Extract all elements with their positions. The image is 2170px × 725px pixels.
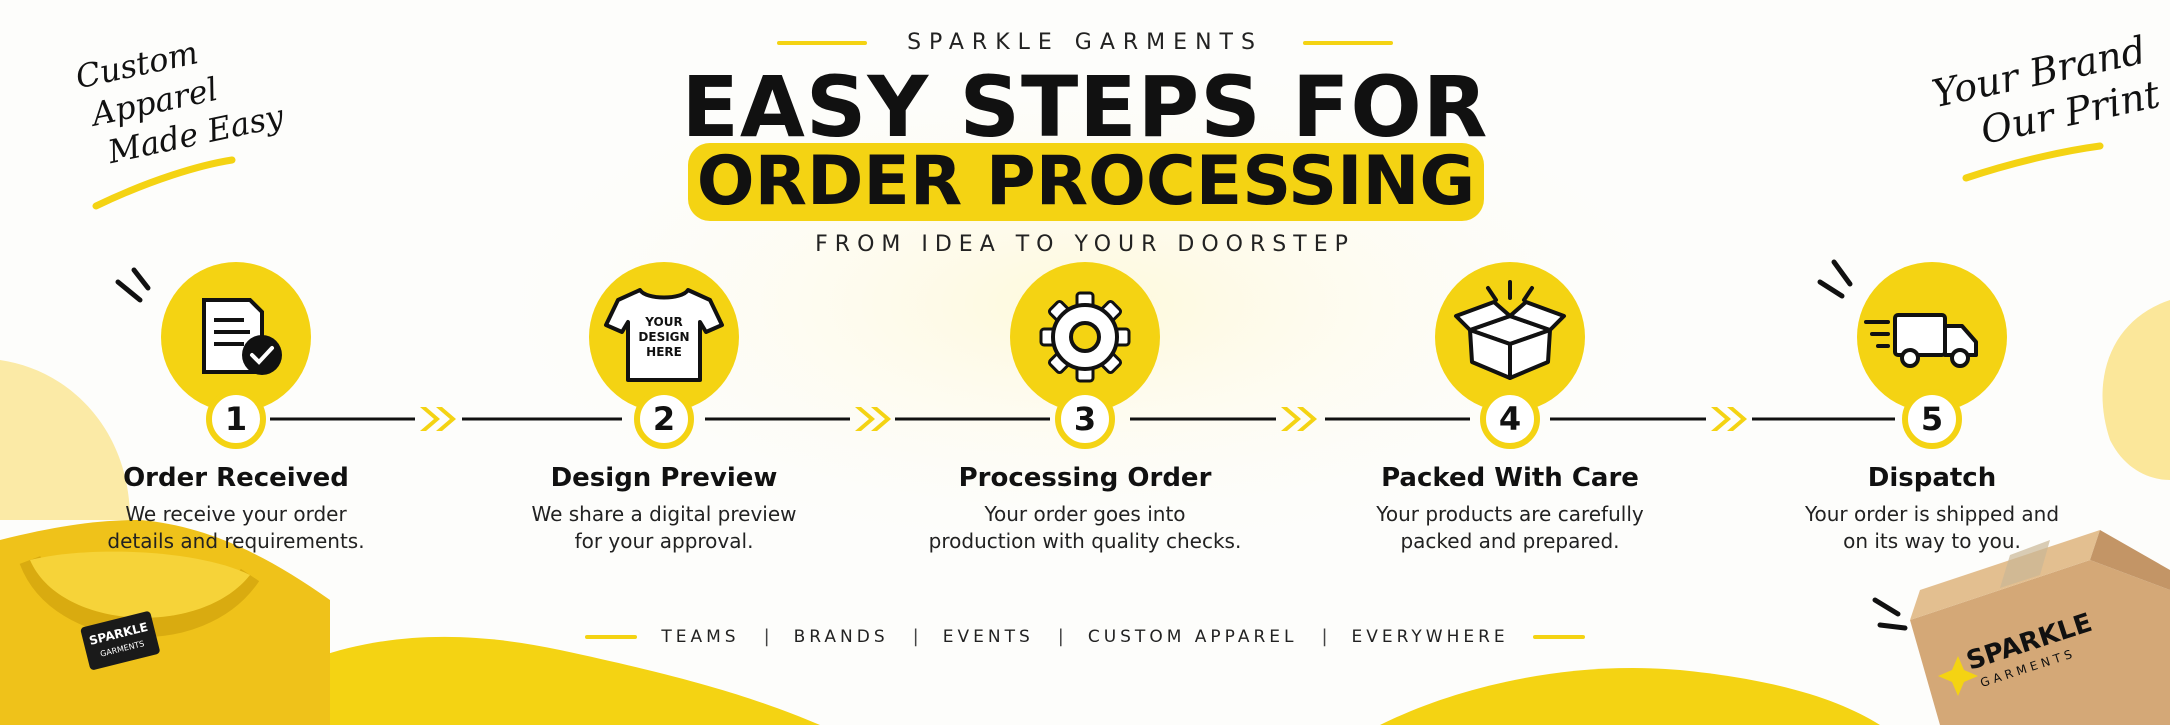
footer-item-teams: TEAMS [661, 626, 740, 647]
step-5-number: 5 [1902, 389, 1962, 449]
tshirt-text-line1: YOUR [644, 315, 682, 329]
shipping-box-image: SPARKLE GARMENTS [1910, 530, 2170, 725]
brand-line-left [777, 40, 868, 45]
subtitle: FROM IDEA TO YOUR DOORSTEP [815, 232, 1355, 257]
step-1-number: 1 [206, 389, 266, 449]
document-check-icon [202, 298, 282, 375]
brand-line-right [1302, 40, 1393, 45]
open-box-icon [1454, 280, 1566, 380]
sparkle-logo-icon [1938, 656, 1978, 696]
footer-separator: | [763, 626, 770, 647]
gear-icon [1039, 291, 1131, 383]
step-1-desc-line2: details and requirements. [107, 529, 365, 553]
step-2-description: We share a digital preview for your appr… [484, 501, 844, 555]
step-2-title: Design Preview [550, 463, 778, 493]
step-4-description: Your products are carefully packed and p… [1330, 501, 1690, 555]
step-4-desc-line1: Your products are carefully [1376, 502, 1644, 526]
footer-separator: | [1057, 626, 1064, 647]
footer-tags: TEAMS | BRANDS | EVENTS | CUSTOM APPAREL… [0, 626, 2170, 647]
step-2-desc-line2: for your approval. [574, 529, 754, 553]
step-3-number: 3 [1055, 389, 1115, 449]
brand-header: SPARKLE GARMENTS [0, 30, 2170, 55]
tshirt-text-line3: HERE [646, 345, 682, 359]
title-line1: EASY STEPS FOR [681, 58, 1489, 156]
footer-item-custom-apparel: CUSTOM APPAREL [1087, 626, 1298, 647]
step-3-desc-line2: production with quality checks. [928, 529, 1242, 553]
step-4-title: Packed With Care [1381, 463, 1639, 493]
title-line2: ORDER PROCESSING [696, 142, 1476, 221]
sparkle-marks [115, 259, 1908, 631]
step-5-desc-line2: on its way to you. [1843, 529, 2021, 553]
title-highlight: ORDER PROCESSING [688, 143, 1484, 221]
step-4-number: 4 [1480, 389, 1540, 449]
step-5-description: Your order is shipped and on its way to … [1752, 501, 2112, 555]
footer-item-everywhere: EVERYWHERE [1351, 626, 1509, 647]
step-5-desc-line1: Your order is shipped and [1804, 502, 2060, 526]
tshirt-icon: YOUR DESIGN HERE [604, 288, 724, 382]
footer-item-events: EVENTS [942, 626, 1034, 647]
step-5-title: Dispatch [1867, 463, 1997, 493]
brand-name: SPARKLE GARMENTS [907, 30, 1263, 55]
delivery-truck-icon [1864, 313, 1978, 368]
tshirt-text-line2: DESIGN [638, 330, 689, 344]
footer-line-right [1532, 634, 1585, 639]
yellow-tshirt-image: SPARKLE GARMENTS [0, 520, 330, 725]
footer-separator: | [912, 626, 919, 647]
chevron-arrows [420, 407, 1747, 431]
step-2-number: 2 [634, 389, 694, 449]
step-3-desc-line1: Your order goes into [984, 502, 1186, 526]
footer-line-left [585, 634, 638, 639]
footer-item-brands: BRANDS [793, 626, 889, 647]
step-1-title: Order Received [123, 463, 349, 493]
step-2-desc-line1: We share a digital preview [531, 502, 797, 526]
step-3-description: Your order goes into production with qua… [905, 501, 1265, 555]
step-4-desc-line2: packed and prepared. [1400, 529, 1620, 553]
footer-separator: | [1321, 626, 1328, 647]
step-3-title: Processing Order [958, 463, 1212, 493]
step-1-description: We receive your order details and requir… [56, 501, 416, 555]
step-1-desc-line1: We receive your order [125, 502, 347, 526]
